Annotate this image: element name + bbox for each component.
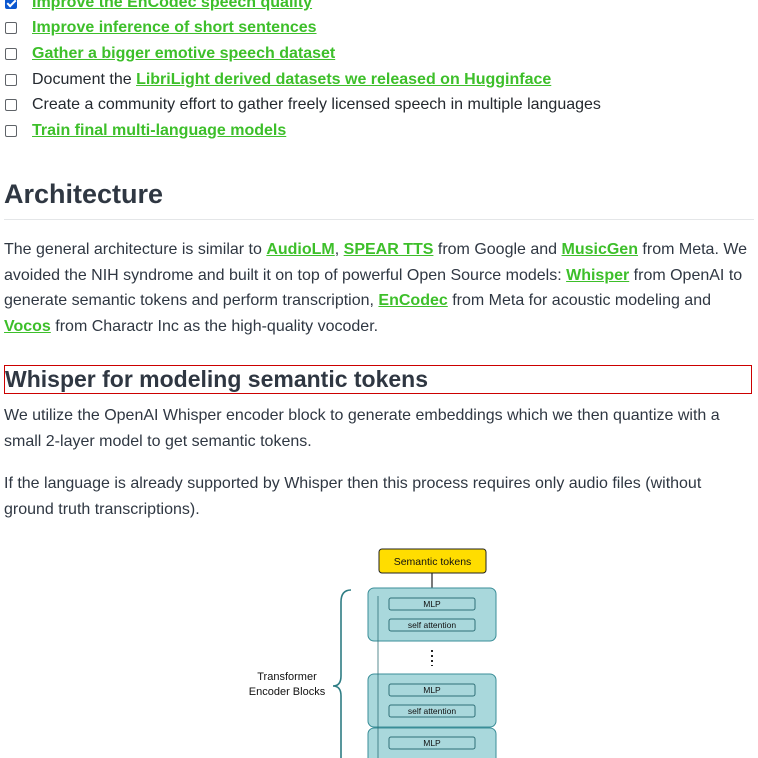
attention-layer-1 (388, 618, 476, 632)
checkbox[interactable] (5, 99, 17, 112)
checkbox[interactable] (5, 124, 17, 137)
paragraph-text: The general architecture is similar to (4, 241, 267, 258)
paragraph-text: from Meta. We avoided the NIH syndrome a… (4, 241, 748, 284)
architecture-paragraph: The general architecture is similar to A… (4, 237, 749, 340)
paragraph-text: from OpenAI to generate semantic tokens … (4, 266, 743, 310)
checklist-item: Gather a bigger emotive speech dataset (4, 41, 601, 67)
reference-link[interactable]: Vocos (4, 318, 51, 336)
semantic-tokens-label: Semantic tokens (394, 556, 472, 568)
paragraph-text: , (334, 241, 344, 258)
whisper-paragraph-1: We utilize the OpenAI Whisper encoder bl… (4, 407, 720, 450)
whisper-architecture-diagram: Semantic tokens MLP self attention MLP s… (249, 548, 497, 758)
checkbox[interactable] (5, 47, 17, 60)
checkbox[interactable] (5, 22, 17, 35)
attention-label-1: self attention (408, 620, 456, 630)
checked-checkbox[interactable] (5, 0, 17, 9)
paragraph-text: from Charactr Inc as the high-quality vo… (50, 318, 379, 336)
heading-divider (4, 219, 754, 220)
roadmap-link[interactable]: LibriLight derived datasets we released … (136, 70, 552, 88)
checklist-item-text: Gather a bigger emotive speech dataset (32, 44, 335, 64)
reference-link[interactable]: AudioLM (266, 241, 335, 258)
paragraph-text: from Google and (433, 241, 562, 258)
roadmap-link[interactable]: Improve the EnCodec speech quality (32, 0, 313, 11)
whisper-paragraph-2: If the language is already supported by … (4, 475, 702, 518)
mlp-layer-3 (388, 736, 476, 750)
paragraph-text: from Meta for acoustic modeling and (447, 292, 711, 310)
encoder-block-1 (367, 587, 497, 642)
checklist-item-text: Improve the EnCodec speech quality (32, 0, 312, 13)
checklist-item-text: Document the LibriLight derived datasets… (32, 70, 551, 90)
whisper-heading: Whisper for modeling semantic tokens (5, 366, 429, 392)
checklist-item-text: Create a community effort to gather free… (32, 95, 601, 115)
mlp-layer-1 (388, 597, 476, 611)
attention-label-2: self attention (408, 706, 456, 716)
roadmap-text: Create a community effort to gather free… (32, 96, 601, 114)
attention-layer-2 (388, 704, 476, 718)
checklist-item: Improve the EnCodec speech quality (4, 0, 601, 16)
checklist-item: Improve inference of short sentences (4, 16, 601, 42)
checklist-item-text: Improve inference of short sentences (32, 18, 317, 38)
checkbox[interactable] (5, 73, 17, 86)
group-label-line2: Encoder Blocks (249, 686, 326, 698)
roadmap-link[interactable]: Gather a bigger emotive speech dataset (32, 44, 336, 62)
roadmap-link[interactable]: Train final multi-language models (32, 121, 287, 139)
reference-link[interactable]: MusicGen (561, 241, 638, 258)
roadmap-link[interactable]: Improve inference of short sentences (32, 19, 317, 37)
mlp-label-3: MLP (423, 738, 441, 748)
encoder-block-2 (367, 673, 497, 728)
roadmap-text: Document the (32, 70, 137, 88)
reference-link[interactable]: Whisper (566, 266, 630, 284)
highlight-box (4, 365, 752, 394)
architecture-heading: Architecture (4, 179, 164, 209)
checklist-item: Train final multi-language models (4, 118, 601, 144)
mlp-label-2: MLP (423, 685, 441, 695)
reference-link[interactable]: EnCodec (378, 292, 448, 310)
group-label-line1: Transformer (257, 671, 317, 683)
checklist-item-text: Train final multi-language models (32, 121, 286, 141)
reference-link[interactable]: SPEAR TTS (343, 241, 434, 258)
checklist-item: Document the LibriLight derived datasets… (4, 67, 601, 93)
mlp-layer-2 (388, 683, 476, 697)
group-brace (332, 589, 352, 758)
mlp-label-1: MLP (423, 599, 441, 609)
checklist-item: Create a community effort to gather free… (4, 92, 601, 118)
